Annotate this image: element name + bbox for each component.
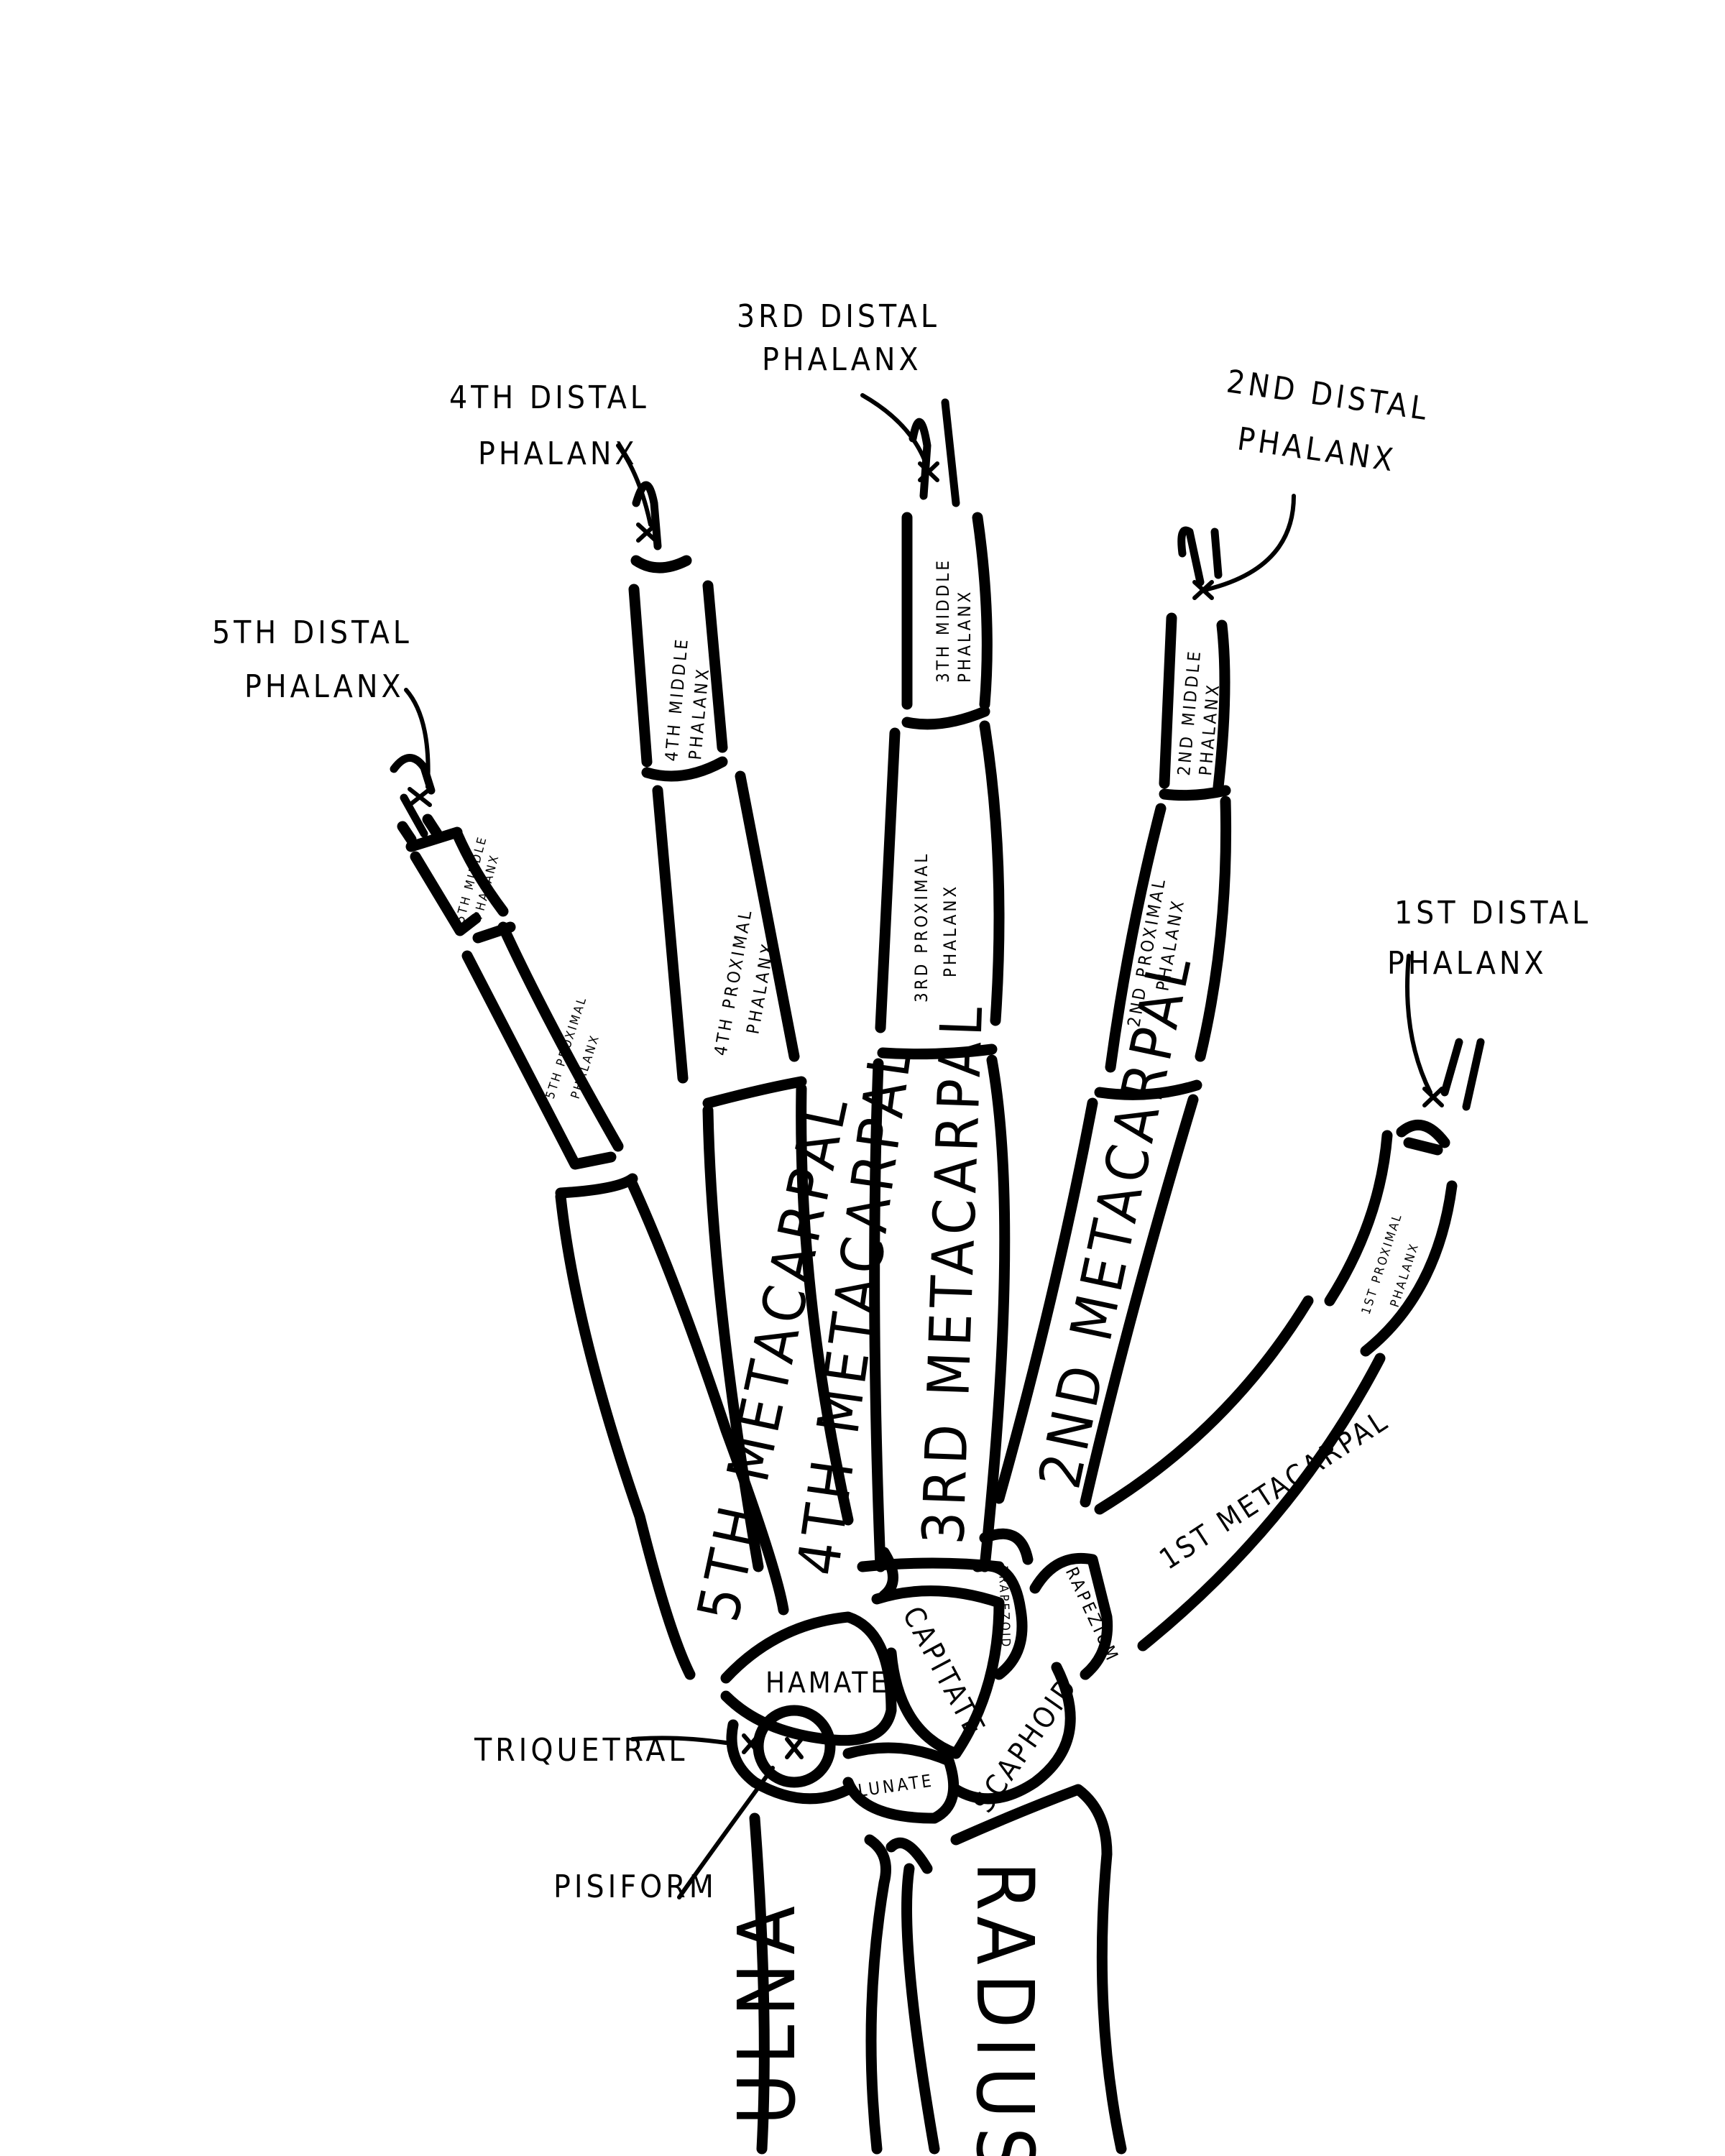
label-lunate: LUNATE xyxy=(857,1770,935,1801)
label-trapezoid: TRAPEZOID xyxy=(995,1565,1013,1649)
callout-second-distal-line1: 2ND DISTAL xyxy=(1224,363,1432,428)
label-third-proximal-line1: 3RD PROXIMAL xyxy=(911,852,932,1003)
callout-triquetral: TRIQUETRAL xyxy=(474,1732,688,1769)
label-third-metacarpal: 3RD METACARPAL xyxy=(910,1000,995,1546)
label-fourth-proximal-line1: 4TH PROXIMAL xyxy=(710,906,756,1057)
callout-fifth-distal-line1: 5TH DISTAL xyxy=(212,614,413,651)
callout-second-distal-line2: PHALANX xyxy=(1235,420,1398,479)
label-hamate: HAMATE xyxy=(765,1667,890,1700)
label-fourth-middle-line2: PHALANX xyxy=(685,665,713,760)
callout-fourth-distal-line1: 4TH DISTAL xyxy=(449,379,650,416)
callout-first-distal-line1: 1ST DISTAL xyxy=(1394,895,1591,931)
callout-first-distal-line2: PHALANX xyxy=(1387,945,1547,982)
callout-fifth-distal-line2: PHALANX xyxy=(244,668,405,705)
callout-fourth-distal-line2: PHALANX xyxy=(478,436,638,472)
callout-pisiform: PISIFORM xyxy=(553,1869,717,1905)
label-radius: RADIUS xyxy=(959,1861,1051,2156)
callout-third-distal-line1: 3RD DISTAL xyxy=(737,298,940,335)
label-third-middle-line1: 3TH MIDDLE xyxy=(933,558,953,683)
bone-labels: 4TH MIDDLE PHALANX 3TH MIDDLE PHALANX 2N… xyxy=(454,558,1422,2156)
label-first-metacarpal: 1ST METACARPAL xyxy=(1154,1404,1395,1576)
label-third-proximal-line2: PHALANX xyxy=(940,884,960,977)
label-third-middle-line2: PHALANX xyxy=(954,589,975,683)
label-ulna: ULNA xyxy=(721,1897,813,2125)
callout-third-distal-line2: PHALANX xyxy=(762,341,922,378)
